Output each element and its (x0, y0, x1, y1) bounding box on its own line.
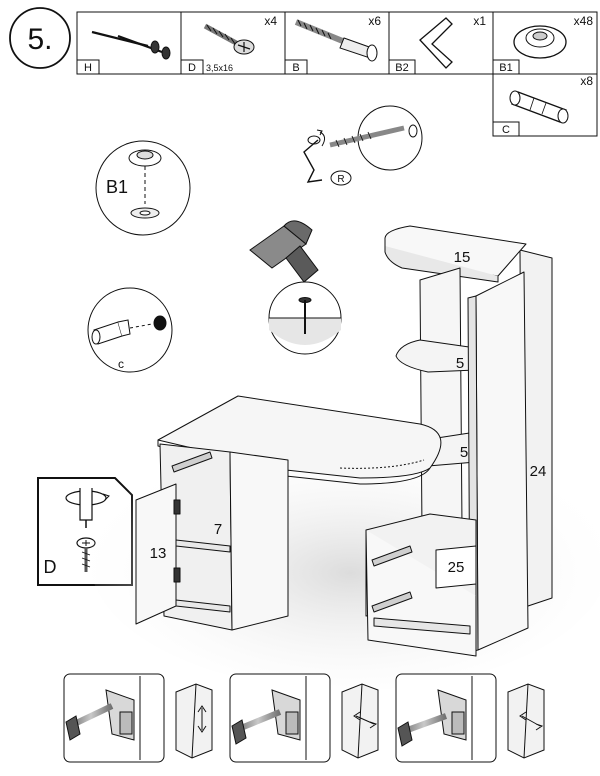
hardware-code-b1: B1 (499, 62, 512, 74)
screwdriver-icon (397, 713, 448, 747)
hardware-code-b: B (292, 62, 299, 74)
hardware-code-h: H (84, 62, 92, 74)
panel-label-7: 7 (214, 521, 222, 538)
hardware-labels: H D 3,5x16 x4 B x6 B2 x1 B1 x48 C x8 (84, 14, 593, 136)
hardware-item-c (492, 73, 598, 137)
nail-icon (91, 30, 171, 60)
drawer-runner-left (171, 451, 213, 473)
cam-lock-icon (513, 25, 567, 59)
rotation-direction-label: R (337, 174, 344, 185)
hardware-size-d: 3,5x16 (206, 63, 233, 73)
rotation-direction-badge: R (330, 170, 352, 186)
panel-label-5-upper: 5 (456, 355, 464, 372)
hardware-item-h (76, 11, 182, 75)
dowel-icon (91, 319, 131, 345)
rotate-arrow-icon (316, 129, 326, 147)
screwdriver-icon (231, 709, 282, 745)
step-number: 5. (27, 23, 52, 56)
panel-label-13: 13 (150, 545, 167, 562)
cabinet-move-depth-icon (507, 683, 545, 759)
panel-24 (475, 271, 529, 651)
hardware-item-b1 (492, 11, 598, 75)
hammer-icon (249, 220, 319, 283)
panel-label-24: 24 (530, 463, 547, 480)
allen-key-icon (303, 135, 323, 183)
cabinet-move-vertical-icon (175, 683, 213, 759)
hardware-code-b2: B2 (395, 62, 408, 74)
hardware-qty-b: x6 (368, 14, 381, 28)
hardware-qty-b1: x48 (574, 14, 594, 28)
panel-label-5-lower: 5 (460, 444, 468, 461)
cabinet-move-horizontal-icon (341, 683, 379, 759)
hardware-code-c: C (502, 124, 510, 136)
nail-icon (298, 297, 312, 334)
hinge-adjust-step-3 (395, 673, 545, 763)
panel-label-15: 15 (454, 249, 471, 266)
screw-callout-label: D (44, 557, 57, 577)
b1-callout-label: B1 (106, 177, 128, 197)
desk-assembly (90, 225, 600, 690)
hinge-adjust-step-2 (229, 673, 379, 763)
left-side-panel (229, 451, 289, 631)
dowel-insert-callout: c (87, 287, 173, 373)
hardware-qty-d: x4 (264, 14, 277, 28)
hardware-code-d: D (188, 62, 196, 74)
cam-bolt-detail: R (303, 105, 423, 186)
hardware-item-b (284, 11, 390, 75)
hinge-icon (271, 689, 301, 741)
screwdriver-icon (65, 703, 114, 741)
hinge-icon (173, 499, 181, 583)
screwdriver-icon (65, 488, 110, 528)
panel-labels: 15 5 5 24 7 13 25 (150, 249, 547, 576)
wood-screw-icon (203, 23, 255, 55)
cam-bolt-icon (294, 19, 378, 62)
hardware-list (76, 11, 598, 137)
hinge-icon (105, 689, 135, 741)
hinge-adjust-step-1 (63, 673, 213, 763)
dowel-callout-label: c (118, 357, 124, 371)
hardware-qty-b2: x1 (473, 14, 486, 28)
panel-25 (435, 545, 477, 589)
step-number-badge: 5. (9, 7, 71, 69)
allen-key-icon (419, 17, 453, 69)
b1-insert-callout: B1 (95, 140, 191, 236)
panel-label-25: 25 (448, 559, 465, 576)
hinge-icon (437, 689, 467, 741)
hardware-qty-c: x8 (580, 74, 593, 88)
hardware-item-b2 (388, 11, 494, 75)
panel-13-door (135, 483, 177, 625)
hammer-nail-callout (249, 220, 342, 355)
drawer-runner-right (371, 545, 413, 613)
dowel-icon (509, 90, 569, 124)
hinge-adjustment-strip (63, 673, 545, 763)
middle-upright-panel (419, 267, 463, 533)
